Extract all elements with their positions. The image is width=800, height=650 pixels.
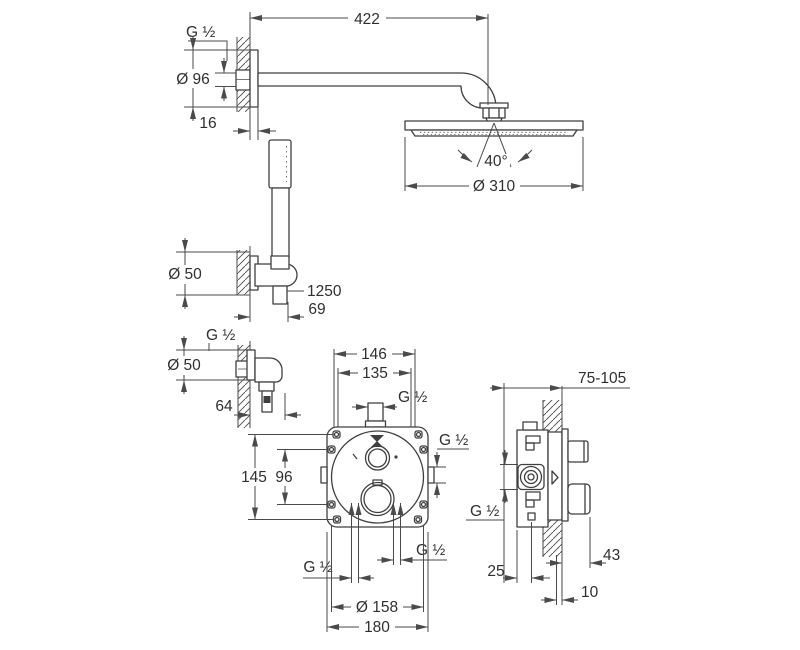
label-hose-length: 1250 — [287, 283, 342, 300]
top-outlet-thread-label: G ½ — [398, 389, 427, 406]
valve-screw-holes — [327, 430, 428, 524]
arm-escutcheon — [249, 49, 259, 108]
dim-union-projection-64: 64 — [215, 393, 301, 420]
arm-thread-label: G ½ — [186, 24, 215, 41]
dim-label-o158: Ø 158 — [356, 599, 398, 616]
label-union-thread: G ½ — [206, 327, 235, 351]
dim-rear-offset-25: 25 — [487, 522, 550, 583]
right-outlet-thread-label: G ½ — [439, 432, 468, 449]
dim-right-outlet-thread: G ½ — [434, 432, 469, 498]
valve-top-outlet — [367, 402, 384, 422]
dim-projection-422: 422 — [250, 9, 489, 105]
union-thread-label: G ½ — [206, 327, 235, 344]
union-escutcheon — [246, 349, 256, 381]
dim-96: 96 — [271, 449, 328, 505]
valve-top-collar — [364, 420, 387, 428]
wall-union-assembly: G ½ Ø 50 64 — [163, 327, 301, 428]
hand-shower-head — [268, 139, 292, 189]
hose-length-label: 1250 — [307, 283, 342, 300]
spray-face — [410, 129, 578, 137]
dim-label-o310: Ø 310 — [473, 178, 516, 195]
head-shower-assembly: 422 G ½ Ø 96 16 — [172, 9, 584, 195]
union-knurl-nut — [258, 381, 275, 392]
side-escutcheon — [561, 428, 569, 522]
dim-label-43: 43 — [603, 547, 620, 564]
bottom-port-side — [527, 512, 536, 521]
dim-label-10: 10 — [581, 584, 599, 601]
bottom-port-ticks — [348, 503, 404, 515]
dim-label-135: 135 — [362, 365, 388, 382]
dim-union-50: Ø 50 — [163, 336, 247, 394]
dim-label-145: 145 — [241, 469, 267, 486]
dim-label-o50-holder: Ø 50 — [168, 266, 202, 283]
valve-body-detail-4 — [525, 499, 535, 508]
hose-connector — [272, 285, 288, 305]
valve-body-top-step — [522, 421, 538, 431]
temp-mark-right — [394, 455, 398, 459]
dim-swivel-40: 40° — [457, 122, 533, 170]
shower-arm — [257, 72, 497, 109]
dim-label-146: 146 — [361, 346, 387, 363]
union-hose-slot — [263, 396, 271, 403]
thermostat-knob — [352, 435, 398, 471]
hand-shower-handle — [271, 187, 290, 259]
arm-nut — [482, 107, 506, 119]
side-thermostat-knob — [567, 440, 589, 463]
dim-escutcheon-96: Ø 96 — [172, 36, 250, 121]
dim-label-25: 25 — [487, 563, 504, 580]
dim-label-40deg: 40° — [484, 153, 507, 170]
dim-label-96: 96 — [275, 469, 292, 486]
hand-shower-knurl — [270, 255, 290, 270]
dim-146: 146 — [334, 345, 415, 363]
dim-plate-180: 180 — [326, 532, 429, 636]
valve-left-tab — [320, 466, 328, 484]
union-body — [254, 357, 283, 383]
dim-knob-projection-43: 43 — [546, 517, 620, 568]
inlet-thread-label: G ½ — [470, 503, 499, 520]
side-volume-knob — [567, 483, 591, 515]
dim-inlet-thread: G ½ — [466, 450, 518, 521]
arm-flange — [479, 102, 509, 109]
temp-mark-left — [352, 453, 358, 460]
dim-label-180: 180 — [364, 619, 390, 636]
dim-install-depth: 75-105 — [490, 370, 630, 583]
valve-rosette — [330, 430, 425, 524]
hand-shower-assembly: 1250 Ø 50 69 — [164, 139, 342, 322]
dim-label-75-105: 75-105 — [578, 370, 626, 387]
dim-label-o96: Ø 96 — [176, 71, 210, 88]
bottom-left-thread-label: G ½ — [303, 559, 332, 576]
label-arm-thread: G ½ — [186, 24, 228, 61]
valve-front-view: 146 135 G ½ G ½ 145 — [239, 345, 469, 636]
dim-rosette-158: Ø 158 — [331, 525, 424, 616]
dim-label-o50-union: Ø 50 — [167, 357, 201, 374]
wall-section-holder — [236, 246, 251, 322]
dim-label-422: 422 — [354, 11, 380, 28]
head-shower-disc — [404, 120, 584, 131]
valve-body-detail-2 — [525, 442, 535, 451]
dim-145: 145 — [239, 434, 334, 520]
valve-side-view: 75-105 G ½ 25 10 — [466, 370, 630, 605]
dim-escutcheon-depth-16: 16 — [199, 107, 276, 140]
dim-135: 135 — [338, 364, 411, 382]
bottom-right-thread-label: G ½ — [416, 542, 445, 559]
dim-label-16: 16 — [199, 115, 216, 132]
inlet-fitting — [517, 463, 545, 491]
dim-label-69: 69 — [308, 301, 325, 318]
valve-right-tab — [427, 466, 435, 484]
dim-holder-50: Ø 50 — [164, 238, 250, 309]
dim-top-outlet-thread: G ½ — [352, 389, 427, 410]
plaster-shield — [547, 431, 563, 521]
dim-label-64: 64 — [215, 398, 233, 415]
volume-knob — [360, 479, 395, 517]
shield-arrow-marker — [551, 470, 559, 485]
dim-holder-projection-69: 69 — [234, 301, 326, 322]
dim-spray-310: Ø 310 — [404, 137, 584, 195]
wall-section-side — [542, 386, 563, 605]
arm-wall-thread — [235, 69, 251, 91]
